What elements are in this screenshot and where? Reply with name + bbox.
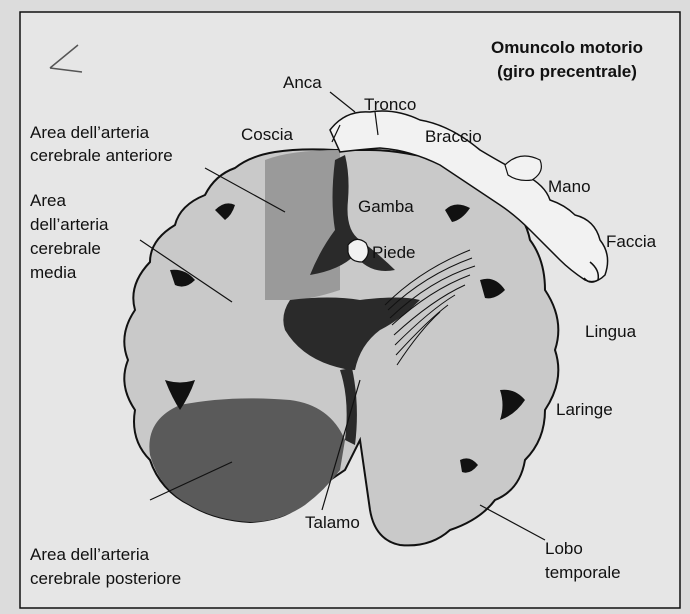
label-coscia: Coscia xyxy=(241,125,294,144)
label-anca: Anca xyxy=(283,73,322,92)
diagram-title-line-2: (giro precentrale) xyxy=(497,62,637,81)
label-anterior-artery-line-1: Area dell’arteria xyxy=(30,123,150,142)
label-braccio: Braccio xyxy=(425,127,482,146)
label-piede: Piede xyxy=(372,243,415,262)
label-middle-artery-line-3: cerebrale xyxy=(30,239,101,258)
label-lobo-temporale-line-1: Lobo xyxy=(545,539,583,558)
label-middle-artery-line-4: media xyxy=(30,263,77,282)
label-lobo-temporale-line-2: temporale xyxy=(545,563,621,582)
label-middle-artery-line-2: dell’arteria xyxy=(30,215,109,234)
label-lingua: Lingua xyxy=(585,322,637,341)
label-mano: Mano xyxy=(548,177,591,196)
label-talamo: Talamo xyxy=(305,513,360,532)
label-gamba: Gamba xyxy=(358,197,414,216)
label-anterior-artery-line-2: cerebrale anteriore xyxy=(30,146,173,165)
label-posterior-artery-line-1: Area dell’arteria xyxy=(30,545,150,564)
diagram-title-line-1: Omuncolo motorio xyxy=(491,38,643,57)
label-tronco: Tronco xyxy=(364,95,416,114)
label-laringe: Laringe xyxy=(556,400,613,419)
homunculus-foot xyxy=(348,239,368,262)
label-posterior-artery-line-2: cerebrale posteriore xyxy=(30,569,181,588)
label-faccia: Faccia xyxy=(606,232,657,251)
label-middle-artery-line-1: Area xyxy=(30,191,66,210)
anterior-artery-area xyxy=(265,150,340,300)
